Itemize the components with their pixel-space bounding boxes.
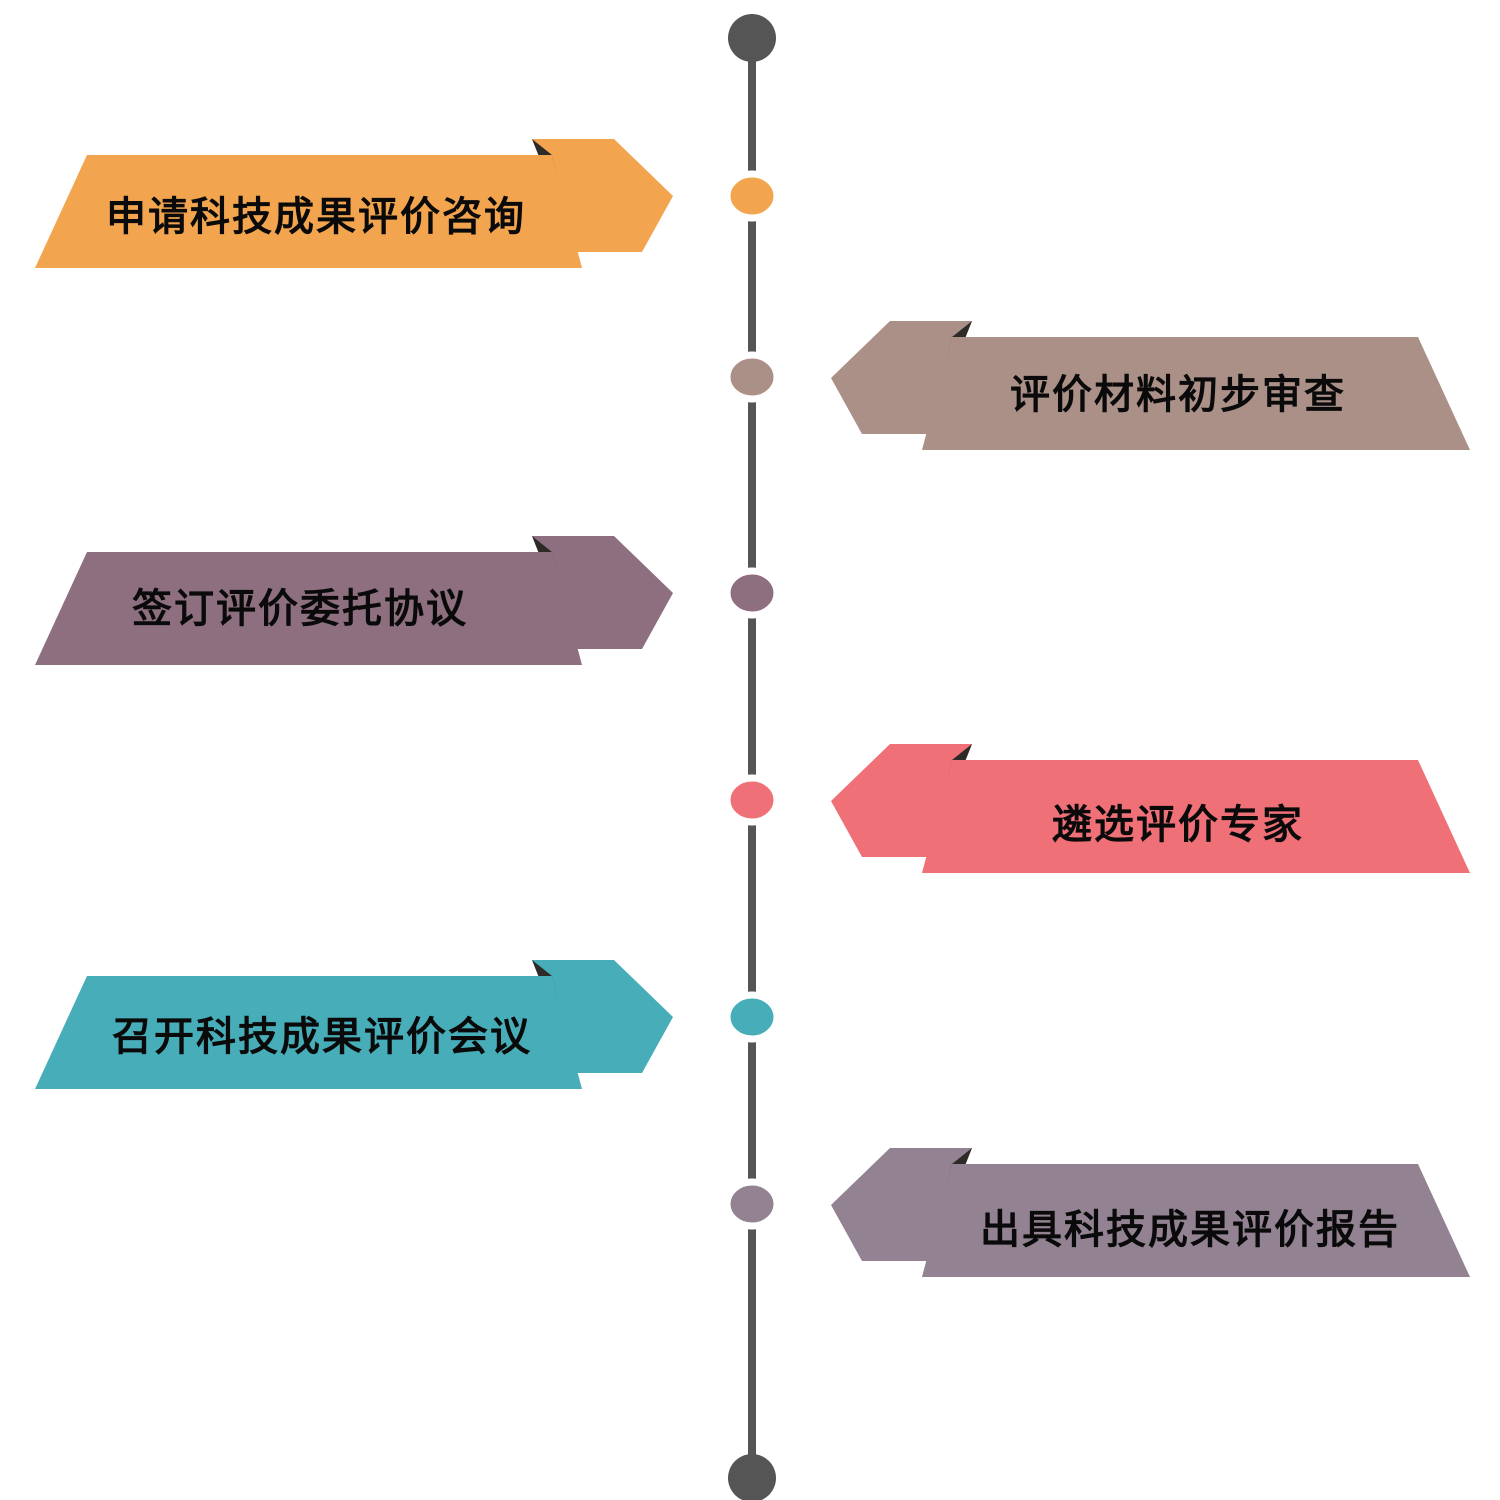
step-4-label: 遴选评价专家 (1052, 802, 1304, 848)
step-2-node (723, 351, 781, 403)
step-3: 签订评价委托协议 (35, 536, 781, 665)
step-4-node (723, 774, 781, 826)
step-2: 评价材料初步审查 (723, 321, 1470, 450)
step-5: 召开科技成果评价会议 (35, 960, 781, 1089)
step-5-banner (35, 976, 582, 1089)
step-5-label: 召开科技成果评价会议 (112, 1014, 532, 1060)
step-3-banner (35, 552, 582, 665)
timeline-end-cap (728, 1454, 776, 1500)
step-4: 遴选评价专家 (723, 744, 1470, 873)
step-3-node (723, 567, 781, 619)
step-6-node (723, 1178, 781, 1230)
step-1-banner (35, 155, 582, 268)
step-3-label: 签订评价委托协议 (132, 586, 468, 632)
step-1: 申请科技成果评价咨询 (35, 139, 781, 268)
step-2-label: 评价材料初步审查 (1010, 372, 1346, 418)
timeline-start-cap (728, 14, 776, 62)
step-6-label: 出具科技成果评价报告 (980, 1207, 1400, 1253)
step-6-banner (922, 1164, 1470, 1277)
step-1-node (723, 170, 781, 222)
step-1-label: 申请科技成果评价咨询 (106, 194, 526, 240)
step-4-banner (922, 760, 1470, 873)
step-5-node (723, 991, 781, 1043)
step-2-banner (922, 337, 1470, 450)
step-6: 出具科技成果评价报告 (723, 1148, 1470, 1277)
